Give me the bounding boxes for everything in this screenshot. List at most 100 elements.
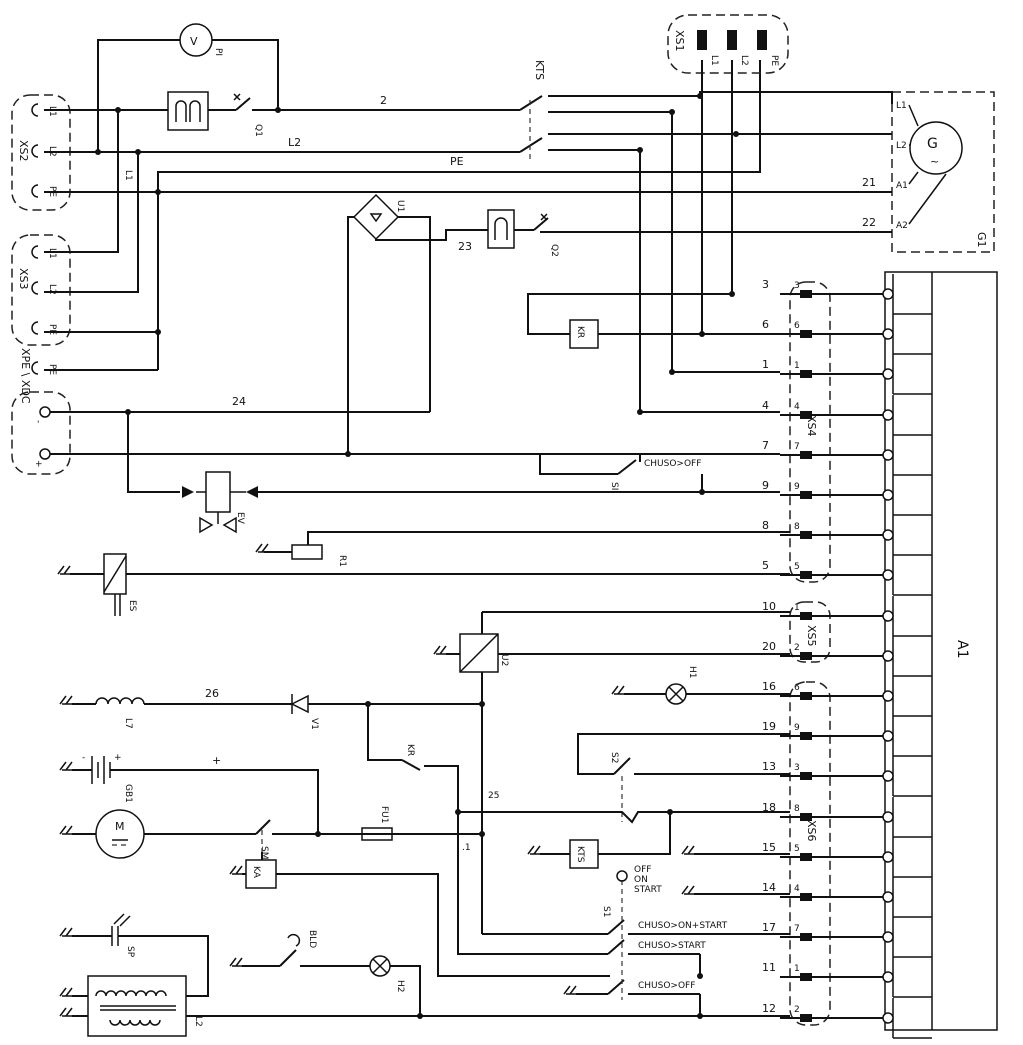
connector-pin [800, 973, 812, 981]
g1-pin-l1: L1 [896, 101, 907, 111]
a1-terminal [882, 730, 894, 742]
a1-terminal [882, 1012, 894, 1024]
a1-control-board: A1 [884, 271, 998, 1039]
key-switch-s1: CHUSO>ON+START CHUSO>START CHUSO>OFF S1 … [457, 812, 790, 1000]
connector-pin [800, 772, 812, 780]
wire-21-label: 21 [862, 176, 876, 189]
gb1-minus: - [82, 753, 85, 763]
a1-terminal [882, 650, 894, 662]
connector-pin [800, 652, 812, 660]
u2-label: U2 [499, 654, 509, 666]
pin-label: 6 [794, 321, 800, 331]
pin-label: 4 [794, 884, 800, 894]
connector-pin [800, 732, 812, 740]
a1-terminal [882, 449, 894, 461]
connector-pin [800, 612, 812, 620]
pin-label: 1 [794, 964, 800, 974]
connector-xs5: XS5 [789, 601, 831, 663]
a1-terminal [882, 971, 894, 983]
wire-label: 13 [762, 760, 776, 773]
wire-label: 11 [762, 961, 776, 974]
pin-label: 7 [794, 442, 800, 452]
mains-wiring: 2 L2 PE L1 [44, 60, 761, 371]
s1-on-start-annotation: CHUSO>ON+START [638, 921, 728, 931]
terminal-row: 20 2 [762, 640, 894, 662]
xs3-pin-l1: L1 [47, 248, 57, 259]
starter-motor: M SM FU1 .1 KA [59, 806, 608, 977]
wire-22-label: 22 [862, 216, 876, 229]
xs6-label: XS6 [805, 820, 818, 842]
wire-label: 7 [762, 439, 769, 452]
xs1-pin-l1: L1 [709, 55, 719, 66]
a1-label: A1 [954, 640, 970, 658]
q2-label: Q2 [549, 244, 559, 257]
s1-position-on: ON [634, 875, 648, 885]
connector-pin [800, 893, 812, 901]
wire-label: 3 [762, 278, 769, 291]
kr-contact-label: KR [405, 744, 415, 756]
dc-wiring: 24 CHUSO>OFF SI [50, 395, 705, 495]
voltmeter-pi: V PI [95, 23, 279, 155]
v1-label: V1 [309, 718, 319, 730]
connector-pin [800, 853, 812, 861]
xs3-pin-pe: PE [47, 324, 57, 335]
connector-xs4: XS4 [789, 281, 831, 583]
wire-label: 6 [762, 318, 769, 331]
wire-label: 1 [762, 358, 769, 371]
a1-terminal [882, 811, 894, 823]
pin-label: 2 [794, 643, 800, 653]
u1-label: U1 [395, 200, 405, 212]
connector-pin [800, 370, 812, 378]
pin-label: 3 [794, 281, 800, 291]
a1-terminal [882, 851, 894, 863]
a1-terminal [882, 409, 894, 421]
breaker-q1: Q1 [167, 91, 278, 137]
a1-terminal [882, 489, 894, 501]
wire-23-label: 23 [458, 240, 472, 253]
valve-ev: EV [127, 412, 702, 534]
connector-pin [800, 933, 812, 941]
xs2-label: XS2 [17, 140, 30, 162]
voltmeter-symbol: V [190, 35, 198, 48]
pin-label: 8 [794, 522, 800, 532]
wire-label: 8 [762, 519, 769, 532]
sm-label: SM [259, 846, 269, 859]
charging-circuit: L7 26 V1 KR 25 [59, 687, 499, 812]
a1-terminal [882, 368, 894, 380]
xs3-pin-l2: L2 [47, 284, 57, 295]
ka-label: KA [251, 866, 261, 879]
xs1-pin-pe: PE [769, 55, 779, 66]
relay-kr: KR [527, 291, 735, 349]
wire-label: 20 [762, 640, 776, 653]
l7-label: L7 [123, 718, 133, 729]
sensor-es: ES [57, 553, 790, 616]
q1-label: Q1 [253, 124, 263, 137]
breaker-q2: Q2 [487, 209, 559, 257]
kts-label: KTS [533, 60, 546, 80]
a1-terminal [882, 328, 894, 340]
g1-pin-a1: A1 [896, 181, 908, 191]
si-annotation: CHUSO>OFF [644, 459, 701, 469]
wire-26-label: 26 [205, 687, 219, 700]
wire-label: 4 [762, 399, 769, 412]
wire-label: 10 [762, 600, 776, 613]
gb1-label: GB1 [123, 784, 133, 803]
xdc-pin-minus: - [33, 420, 43, 423]
s1-label: S1 [601, 906, 611, 917]
s1-start-annotation: CHUSO>START [638, 941, 706, 951]
switch-s2: S2 [455, 733, 790, 824]
wire-label: 5 [762, 559, 769, 572]
wire-label: 18 [762, 801, 776, 814]
bld-label: BLD [307, 930, 317, 948]
